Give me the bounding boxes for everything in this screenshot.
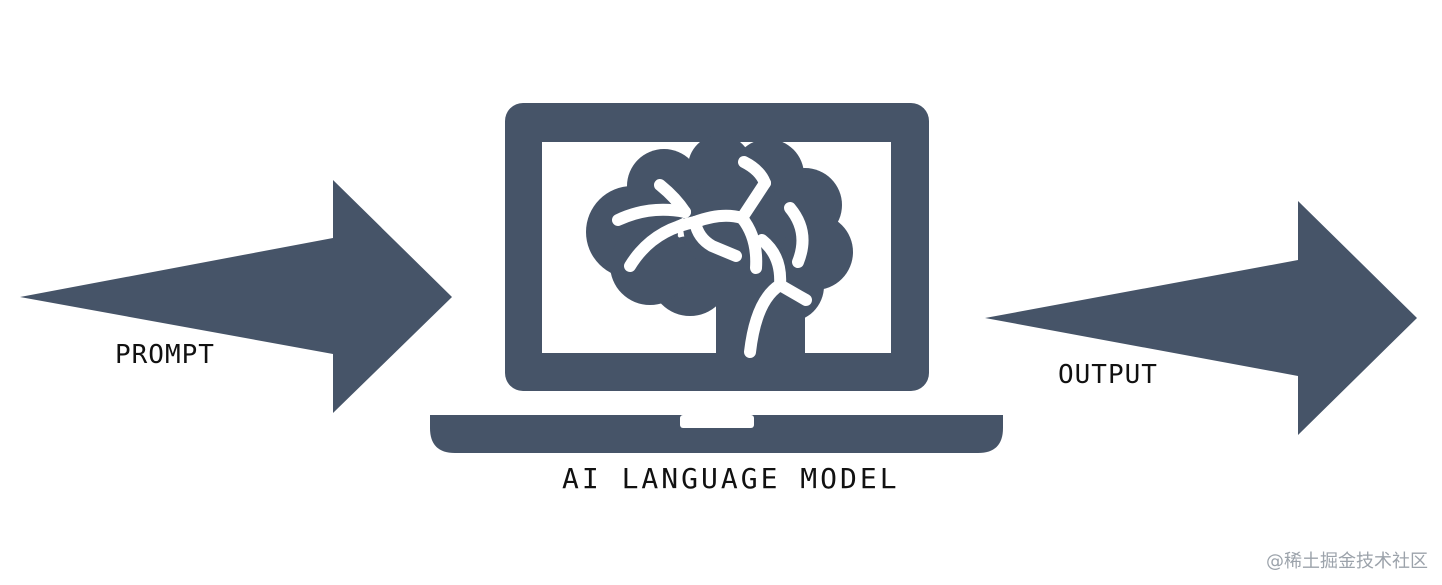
input-label: PROMPT bbox=[115, 340, 215, 370]
input-arrow-icon bbox=[20, 180, 452, 413]
output-arrow-icon bbox=[985, 201, 1417, 435]
brain-icon bbox=[586, 135, 853, 358]
output-label: OUTPUT bbox=[1058, 360, 1158, 390]
model-label: AI LANGUAGE MODEL bbox=[562, 462, 900, 495]
watermark: @稀土掘金技术社区 bbox=[1266, 551, 1428, 572]
